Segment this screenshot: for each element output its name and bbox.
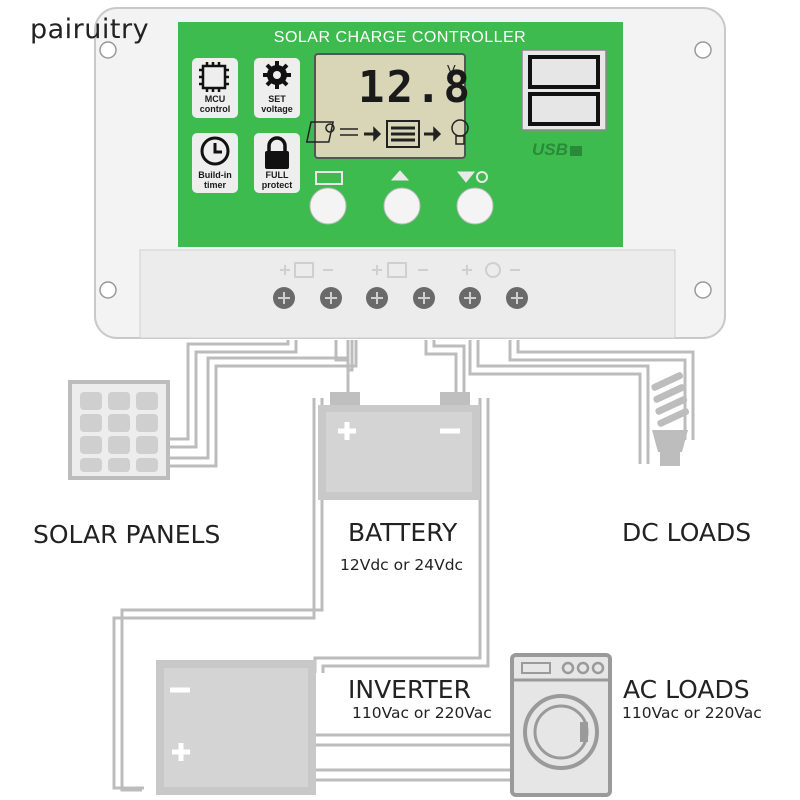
- washing-machine-icon: [510, 653, 612, 797]
- label-solar-panels: SOLAR PANELS: [33, 520, 221, 549]
- label-inverter: INVERTER: [348, 675, 471, 704]
- lcd-voltage-unit: V: [447, 62, 456, 77]
- lcd-flow-icons: [305, 119, 469, 148]
- label-dc-loads: DC LOADS: [622, 518, 752, 547]
- usb-glyph: [570, 146, 582, 156]
- chip-icon: [199, 62, 229, 92]
- label-ac-loads: AC LOADS: [623, 675, 750, 704]
- terminal-polarity-marks: [280, 262, 520, 278]
- gear-icon: [263, 61, 291, 89]
- wires: [112, 340, 695, 792]
- battery-icon: [318, 392, 480, 500]
- label-ac-loads-sub: 110Vac or 220Vac: [622, 704, 762, 722]
- clock-icon: [200, 136, 230, 166]
- mount-hole: [99, 281, 117, 299]
- usb-port[interactable]: [528, 92, 600, 126]
- lcd-voltage-value: 12.8: [358, 62, 472, 113]
- cfl-bulb-icon: [651, 372, 690, 466]
- label-battery-sub: 12Vdc or 24Vdc: [340, 556, 464, 574]
- terminal-screws: [273, 287, 528, 309]
- controller-title: SOLAR CHARGE CONTROLLER: [273, 29, 527, 46]
- lock-icon: [265, 136, 289, 169]
- label-battery: BATTERY: [348, 518, 458, 547]
- mount-hole: [694, 281, 712, 299]
- terminal-block: [139, 249, 676, 339]
- watermark: pairuitry: [30, 14, 150, 45]
- solar-panel: [68, 380, 170, 480]
- button-mode-icons: [315, 170, 488, 185]
- mount-hole: [99, 41, 117, 59]
- mount-hole: [694, 41, 712, 59]
- down-button[interactable]: [456, 187, 494, 225]
- usb-port[interactable]: [528, 55, 600, 89]
- label-inverter-sub: 110Vac or 220Vac: [352, 704, 492, 722]
- inverter-icon: [156, 660, 316, 795]
- usb-label: USB: [532, 140, 568, 159]
- charge-controller: [94, 7, 726, 339]
- lcd-screen: [314, 53, 466, 159]
- up-button[interactable]: [383, 187, 421, 225]
- menu-button[interactable]: [309, 187, 347, 225]
